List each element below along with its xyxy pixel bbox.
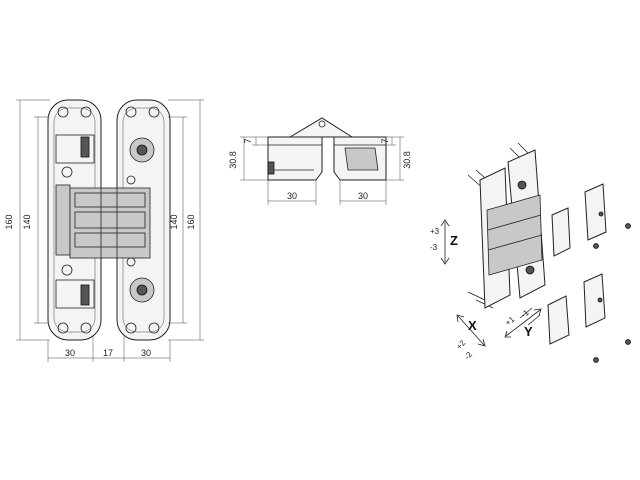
dim-label: 30 — [141, 348, 151, 358]
dim-label: 30 — [65, 348, 75, 358]
dim-height-outer-right: 160 — [168, 99, 204, 341]
top-view: 30.8 7 30 30.8 7 30 — [228, 117, 412, 205]
dim-label: 160 — [186, 214, 196, 229]
axis-x-indicator: X +2 -2 — [455, 314, 486, 362]
cap-hole — [598, 211, 604, 217]
isometric-view: +3 -3 Z X +2 -2 Y +1 -1 — [430, 142, 631, 363]
y-minus-label: -1 — [520, 308, 532, 320]
axis-y-indicator: Y +1 -1 — [504, 308, 542, 339]
z-axis-label: Z — [450, 233, 458, 248]
dim-label: 7 — [380, 138, 390, 143]
cover-cap-1 — [551, 207, 571, 257]
y-axis-label: Y — [524, 324, 533, 339]
top-view-right-part — [333, 136, 387, 181]
hinge-mechanism — [69, 187, 151, 259]
cover-cap-3 — [547, 295, 570, 345]
y-plus-label: +1 — [504, 314, 517, 327]
iso-mechanism — [486, 180, 543, 276]
dim-label: 140 — [22, 214, 32, 229]
dim-height-inner-right: 140 — [168, 116, 187, 324]
z-plus-label: +3 — [430, 227, 440, 236]
dim-widths-bottom: 30 17 30 — [47, 335, 171, 362]
x-axis-label: X — [468, 318, 477, 333]
dim-top-right: 30.8 7 30 — [339, 136, 412, 205]
cover-cap-4 — [583, 273, 606, 328]
dim-label: 30 — [358, 191, 368, 201]
z-minus-label: -3 — [430, 243, 438, 252]
dim-height-outer-left: 160 — [4, 99, 50, 341]
axis-z-indicator: +3 -3 Z — [430, 219, 458, 265]
dim-label: 17 — [103, 348, 113, 358]
dim-label: 140 — [169, 214, 179, 229]
cover-cap-2 — [584, 183, 607, 241]
dim-top-left: 30.8 7 30 — [228, 136, 317, 205]
top-view-left-part — [267, 136, 323, 181]
front-view: 160 140 — [4, 99, 204, 362]
x-plus-label: +2 — [455, 338, 468, 351]
dim-label: 160 — [4, 214, 14, 229]
dim-label: 30.8 — [402, 151, 412, 169]
cap-hole — [597, 297, 603, 303]
dim-label: 30.8 — [228, 151, 238, 169]
top-view-knuckle — [288, 117, 354, 138]
cap-screws — [593, 223, 631, 363]
x-minus-label: -2 — [463, 350, 475, 362]
dim-label: 7 — [243, 138, 253, 143]
dim-label: 30 — [287, 191, 297, 201]
